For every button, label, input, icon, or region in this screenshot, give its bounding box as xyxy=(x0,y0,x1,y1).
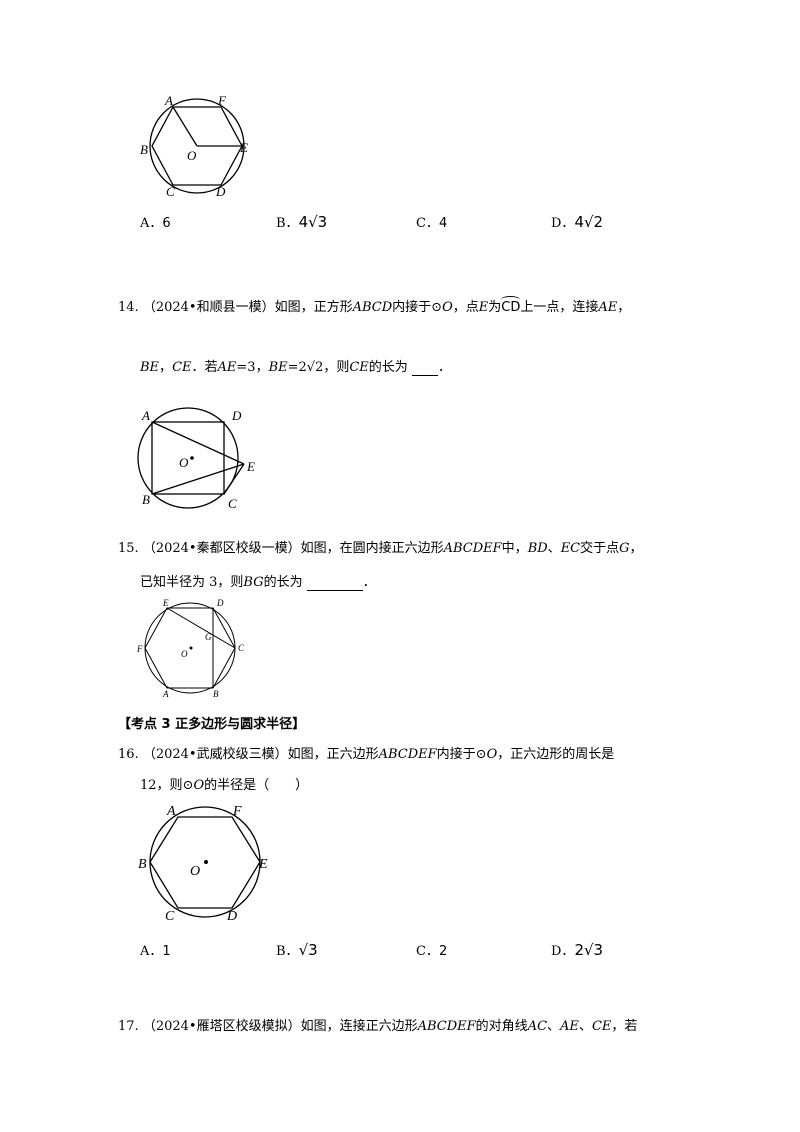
q16-option-c: C．2 xyxy=(416,944,448,959)
q15-label-B: B xyxy=(213,689,219,699)
q16-label-C: C xyxy=(165,909,175,923)
q14-label-D: D xyxy=(231,408,242,423)
q13-label-A: A xyxy=(164,93,173,108)
q16-option-a: A．1 xyxy=(140,944,171,959)
answer-blank xyxy=(411,363,438,376)
q16-option-b: B．√3 xyxy=(276,941,318,959)
answer-blank xyxy=(306,578,363,591)
q15-label-F: F xyxy=(136,644,143,654)
q15-line-1: 15. （2024•秦都区校级一模）如图，在圆内接正六边形ABCDEF中，BD、… xyxy=(118,541,643,556)
q14-line-2: BE，CE．若AE=3，BE=2√2，则CE的长为 ． xyxy=(140,360,451,376)
q13-figure: A F B O E C D xyxy=(140,93,248,199)
q13-label-O: O xyxy=(187,148,197,163)
q15-line-2: 已知半径为 3，则BG的长为 ． xyxy=(140,575,376,591)
q14-figure: A D O E B C xyxy=(137,407,255,511)
q14-label-A: A xyxy=(141,408,150,423)
q13-label-C: C xyxy=(166,184,175,199)
q15-label-O: O xyxy=(181,649,188,659)
q15-label-D: D xyxy=(216,598,224,608)
q16-label-O: O xyxy=(190,864,200,879)
q15-figure: E D G F O C A B xyxy=(136,598,245,699)
q13-label-F: F xyxy=(217,93,227,108)
q15-label-C: C xyxy=(238,643,245,653)
q16-figure: A F B O E C D xyxy=(138,804,268,923)
q14-label-E: E xyxy=(246,459,255,474)
q15-label-G: G xyxy=(205,632,212,642)
q15-label-E: E xyxy=(162,598,169,608)
q14-label-O: O xyxy=(179,455,189,470)
q13-option-c: C．4 xyxy=(416,216,448,231)
q14-label-C: C xyxy=(228,496,237,511)
q16-line-1: 16. （2024•武威校级三模）如图，正六边形ABCDEF内接于⊙O，正六边形… xyxy=(118,747,615,762)
q17-line-1: 17. （2024•雁塔区校级模拟）如图，连接正六边形ABCDEF的对角线AC、… xyxy=(118,1019,638,1034)
section-heading: 【考点 3 正多边形与圆求半径】 xyxy=(118,717,306,732)
q13-option-b: B．4√3 xyxy=(276,213,328,231)
q13-option-d: D．4√2 xyxy=(551,213,604,231)
q16-line-2: 12，则⊙O的半径是（ ） xyxy=(140,778,309,793)
q16-label-B: B xyxy=(138,857,147,872)
q16-option-d: D．2√3 xyxy=(551,941,604,959)
q15-label-A: A xyxy=(162,689,169,699)
q13-label-B: B xyxy=(140,142,148,157)
q13-label-D: D xyxy=(215,184,226,199)
q16-label-F: F xyxy=(232,804,242,819)
q13-option-a: A．6 xyxy=(140,216,171,231)
q13-label-E: E xyxy=(239,140,248,155)
q14-label-B: B xyxy=(142,492,150,507)
q16-label-E: E xyxy=(258,857,268,872)
q16-label-D: D xyxy=(226,909,237,923)
arc-cd-symbol: CD xyxy=(501,296,521,315)
q16-label-A: A xyxy=(166,804,176,819)
q14-line-1: 14. （2024•和顺县一模）如图，正方形ABCD内接于⊙O，点E为CD上一点… xyxy=(118,296,631,315)
